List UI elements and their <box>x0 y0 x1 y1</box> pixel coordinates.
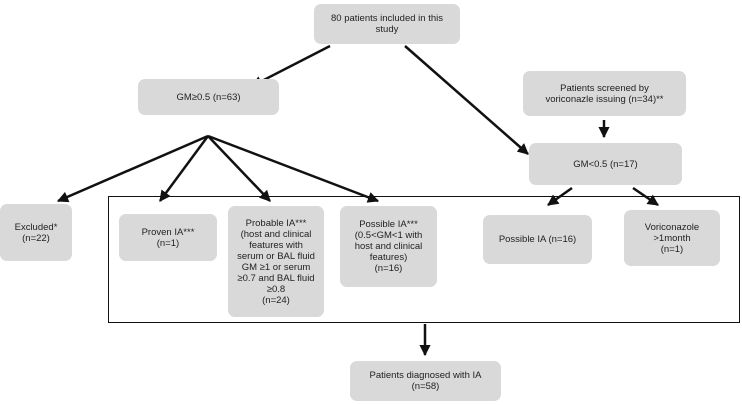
arrow-gm-high-to-probable <box>207 135 271 202</box>
arrow-gm-low-to-possible-low <box>547 186 573 207</box>
node-diagnosed: Patients diagnosed with IA (n=58) <box>350 361 501 401</box>
node-screened: Patients screened by voriconazle issuing… <box>523 71 686 116</box>
node-voriconazole: Voriconazole >1month (n=1) <box>624 210 720 266</box>
node-proven: Proven IA*** (n=1) <box>119 214 217 261</box>
node-excluded: Excluded* (n=22) <box>0 204 72 261</box>
node-possible: Possible IA*** (0.5<GM<1 with host and c… <box>340 206 437 287</box>
node-possible-low: Possible IA (n=16) <box>483 215 592 264</box>
arrow-gm-high-to-possible <box>207 134 380 203</box>
arrow-gm-low-to-voriconazole <box>632 186 659 207</box>
node-probable: Probable IA*** (host and clinical featur… <box>228 206 324 317</box>
arrow-gm-high-to-proven <box>158 135 210 202</box>
arrow-top-to-gm-low <box>404 45 529 155</box>
outcome-group-frame <box>108 196 740 323</box>
node-top: 80 patients included in this study <box>314 4 460 44</box>
arrow-gm-high-to-excluded <box>56 134 209 203</box>
node-gm-high: GM≥0.5 (n=63) <box>138 79 279 115</box>
node-gm-low: GM<0.5 (n=17) <box>529 143 682 185</box>
